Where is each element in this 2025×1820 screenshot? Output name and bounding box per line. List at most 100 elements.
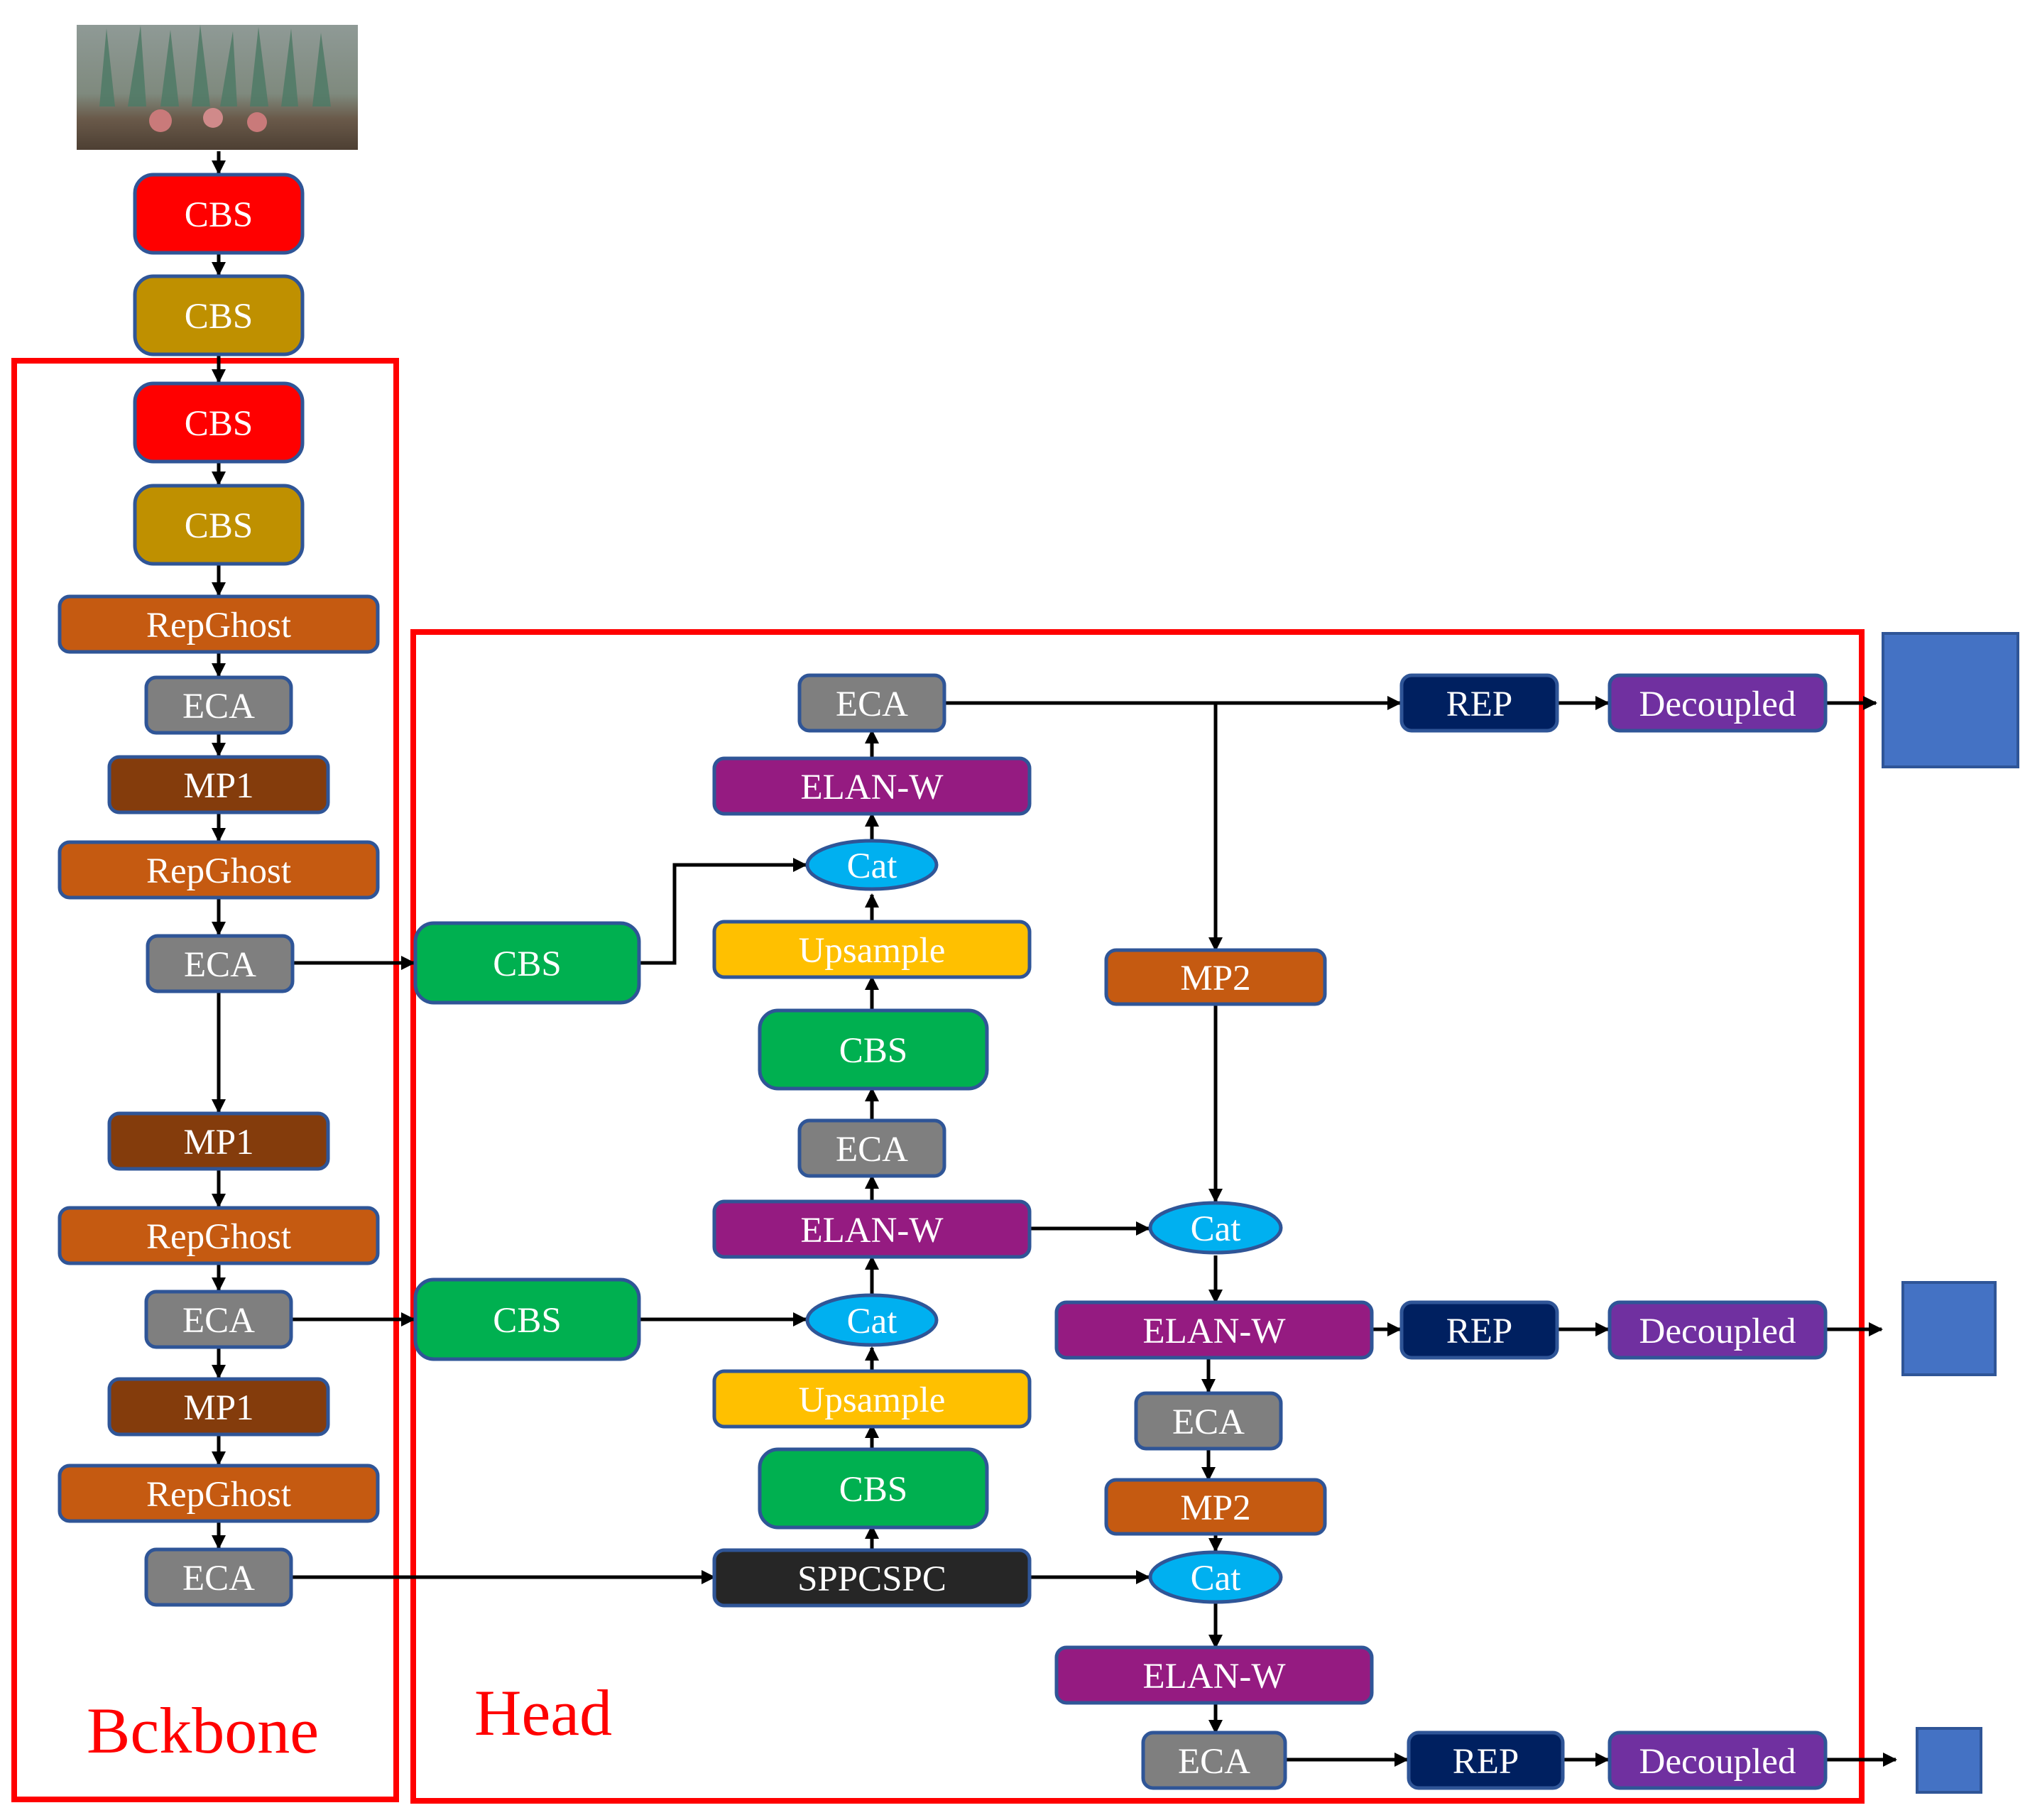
node-shape	[107, 755, 330, 814]
node-bb-repghost1: RepGhost	[58, 594, 380, 654]
node-bb-repghost3: RepGhost	[58, 1206, 380, 1265]
node-label: REP	[1453, 1742, 1519, 1782]
node-shape	[1399, 1300, 1559, 1360]
node-shape	[758, 1008, 989, 1091]
node-hd-cbs-b: CBS	[413, 1277, 641, 1361]
backbone-region-frame	[11, 358, 399, 1802]
node-shape	[146, 934, 295, 993]
edge-hd-cbs-a-to-hd-cat-top	[639, 858, 807, 965]
node-shape	[712, 1369, 1032, 1429]
node-hd-cat-mid: Cat	[805, 1293, 939, 1347]
node-shape	[1054, 1645, 1374, 1705]
node-label: Decoupled	[1639, 1312, 1796, 1351]
output-out-small	[1916, 1727, 1982, 1794]
node-hd-elanw-top: ELAN-W	[712, 756, 1032, 816]
node-shape	[107, 1111, 330, 1171]
node-label: Cat	[1191, 1559, 1241, 1598]
node-label: Cat	[1191, 1209, 1241, 1249]
node-label: Decoupled	[1639, 685, 1796, 724]
node-label: CBS	[839, 1470, 907, 1510]
node-rep-low: REP	[1407, 1731, 1565, 1790]
node-hd-upsample-low: Upsample	[712, 1369, 1032, 1429]
node-dec-top: Decoupled	[1608, 673, 1828, 733]
input-image	[77, 25, 358, 150]
node-shape	[712, 1199, 1032, 1259]
node-shape	[1104, 1478, 1327, 1536]
node-label: ELAN-W	[1142, 1312, 1286, 1351]
node-label: ECA	[182, 1301, 255, 1341]
node-hd-eca-r2: ECA	[1141, 1731, 1287, 1790]
node-label: ELAN-W	[1142, 1657, 1286, 1696]
node-bb-eca1: ECA	[144, 675, 293, 735]
node-shape	[1148, 1550, 1283, 1604]
node-shape	[133, 381, 305, 464]
node-rep-top: REP	[1399, 673, 1559, 733]
node-shape	[797, 673, 946, 733]
node-dec-mid: Decoupled	[1608, 1300, 1828, 1360]
node-rep-mid: REP	[1399, 1300, 1559, 1360]
node-stem-cbs2: CBS	[133, 274, 305, 356]
node-label: MP1	[183, 766, 253, 806]
node-shape	[413, 1277, 641, 1361]
node-shape	[1134, 1391, 1283, 1451]
output-out-large	[1882, 632, 2019, 768]
node-shape	[58, 840, 380, 900]
node-shape	[758, 1447, 989, 1530]
node-shape	[1104, 948, 1327, 1006]
node-shape	[144, 675, 293, 735]
node-label: RepGhost	[146, 1475, 291, 1515]
node-label: Cat	[847, 1302, 897, 1341]
node-label: CBS	[493, 1301, 561, 1341]
node-stem-cbs1: CBS	[133, 173, 305, 255]
node-shape	[805, 839, 939, 891]
node-hd-elanw-r1: ELAN-W	[1054, 1300, 1374, 1360]
node-label: RepGhost	[146, 1217, 291, 1257]
node-bb-eca2: ECA	[146, 934, 295, 993]
node-blocks: CBSCBSCBSCBSRepGhostECAMP1RepGhostECAMP1…	[58, 173, 1828, 1790]
node-shape	[133, 484, 305, 566]
node-label: ECA	[1172, 1402, 1245, 1442]
node-label: MP1	[183, 1388, 253, 1428]
head-region-label: Head	[474, 1677, 612, 1749]
node-label: CBS	[493, 944, 561, 984]
node-label: CBS	[185, 506, 253, 546]
output-out-medium	[1901, 1281, 1997, 1376]
node-label: ELAN-W	[800, 1211, 944, 1250]
node-shape	[58, 1206, 380, 1265]
node-label: RepGhost	[146, 606, 291, 645]
node-shape	[107, 1377, 330, 1437]
node-shape	[1399, 673, 1559, 733]
node-hd-eca-top: ECA	[797, 673, 946, 733]
node-label: ECA	[182, 687, 255, 726]
node-label: CBS	[185, 297, 253, 337]
node-label: ECA	[184, 945, 256, 985]
node-label: CBS	[185, 195, 253, 235]
node-label: Upsample	[799, 1380, 946, 1420]
node-label: Cat	[847, 846, 897, 886]
node-label: SPPCSPC	[797, 1559, 946, 1599]
node-bb-mp1-2: MP1	[107, 1111, 330, 1171]
node-shape	[133, 274, 305, 356]
node-bb-cbs2: CBS	[133, 484, 305, 566]
node-label: MP2	[1180, 1488, 1250, 1528]
node-label: MP1	[183, 1123, 253, 1162]
node-hd-sppcspc: SPPCSPC	[712, 1548, 1032, 1608]
node-shape	[58, 594, 380, 654]
node-hd-eca-mid: ECA	[797, 1118, 946, 1178]
head-region-frame	[410, 629, 1865, 1804]
node-hd-cat-top: Cat	[805, 839, 939, 891]
node-bb-repghost4: RepGhost	[58, 1464, 380, 1523]
node-shape	[144, 1290, 293, 1349]
node-shape	[1608, 1731, 1828, 1790]
node-label: REP	[1446, 685, 1513, 724]
node-hd-mp2-top: MP2	[1104, 948, 1327, 1006]
node-hd-mp2-low: MP2	[1104, 1478, 1327, 1536]
node-label: Decoupled	[1639, 1742, 1796, 1782]
node-label: ECA	[1178, 1742, 1250, 1782]
node-shape	[133, 173, 305, 255]
node-label: RepGhost	[146, 851, 291, 891]
node-hd-cbs-mid: CBS	[758, 1008, 989, 1091]
node-label: ECA	[182, 1559, 255, 1598]
node-bb-mp1-1: MP1	[107, 755, 330, 814]
